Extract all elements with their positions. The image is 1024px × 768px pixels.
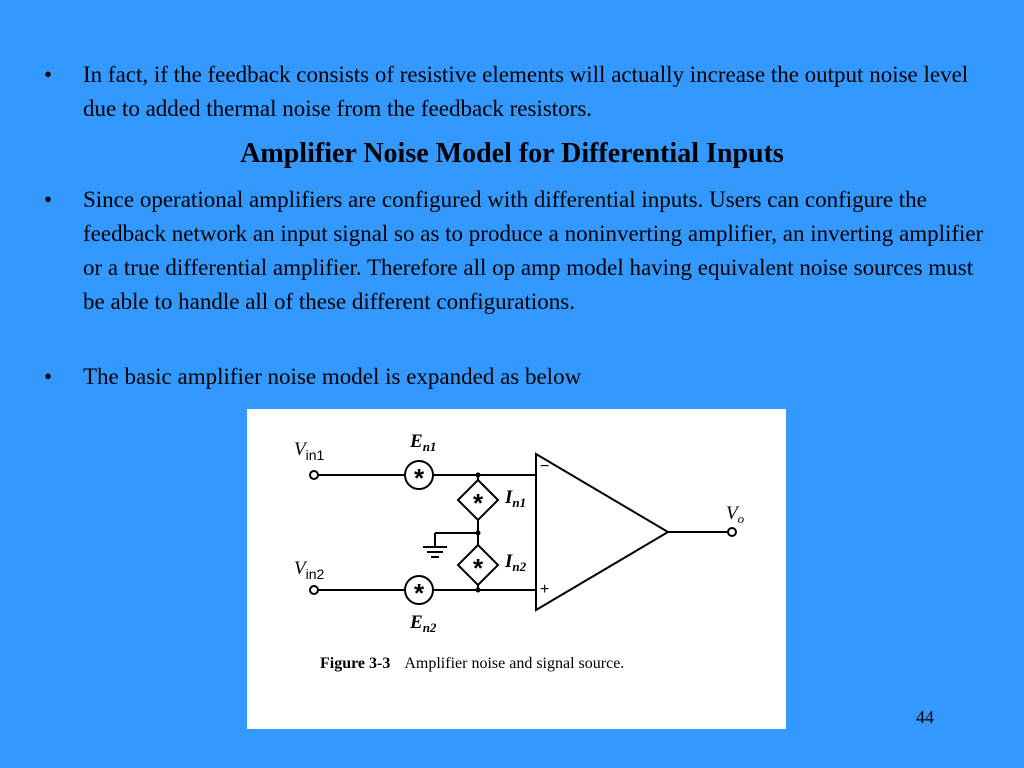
bullet-item: • In fact, if the feedback consists of r… (44, 58, 994, 126)
in2-label: In2 (504, 551, 527, 574)
en2-symbol: * (414, 578, 425, 608)
bullet-item: • The basic amplifier noise model is exp… (44, 360, 994, 394)
junction-dot (475, 530, 481, 536)
bullet-text: In fact, if the feedback consists of res… (83, 62, 969, 121)
vin2-label: Vin2 (294, 558, 325, 582)
bullet-marker: • (44, 187, 53, 212)
circuit-diagram: * * * * − + Vin1 Vin2 En1 En2 In1 (294, 431, 745, 672)
bullet-marker: • (44, 62, 53, 87)
bullet-marker: • (44, 364, 53, 389)
vin2-terminal (309, 585, 319, 595)
vo-label: Vo (726, 503, 745, 526)
page-number: 44 (916, 707, 934, 727)
en2-source (404, 575, 434, 605)
bullet-item: • Since operational amplifiers are confi… (44, 183, 994, 319)
bullet-text: The basic amplifier noise model is expan… (83, 364, 582, 389)
en1-source (404, 460, 434, 490)
vin1-label: Vin1 (294, 439, 325, 463)
minus-sign: − (540, 458, 549, 475)
en1-label: En1 (409, 431, 436, 454)
in1-symbol: * (473, 488, 484, 518)
junction-dot (475, 472, 481, 478)
en1-symbol: * (414, 463, 425, 493)
bullet-text: Since operational amplifiers are configu… (83, 187, 984, 314)
in2-symbol: * (473, 553, 484, 583)
op-amp-triangle (535, 452, 670, 612)
junction-dot (475, 587, 481, 593)
en2-label: En2 (409, 612, 437, 635)
vo-terminal (727, 527, 737, 537)
plus-sign: + (540, 581, 549, 598)
in1-label: In1 (504, 487, 526, 510)
amplifier-noise-figure: * * * * − + Vin1 Vin2 En1 En2 In1 (247, 409, 786, 729)
in1-source (456, 478, 500, 522)
section-heading: Amplifier Noise Model for Differential I… (240, 138, 784, 169)
vin1-terminal (309, 470, 319, 480)
in2-source (456, 543, 500, 587)
